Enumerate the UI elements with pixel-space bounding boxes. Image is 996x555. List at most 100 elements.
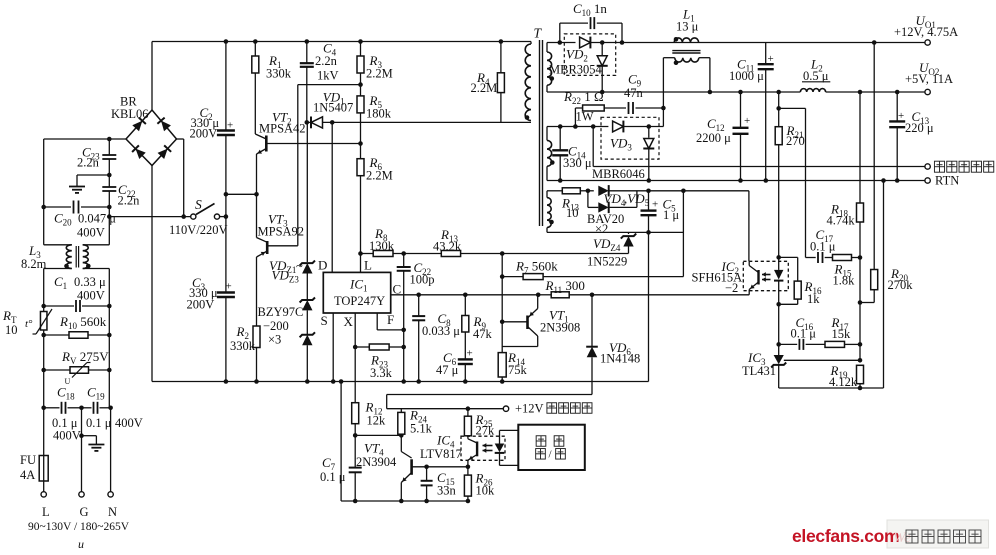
svg-text:1kV: 1kV: [317, 69, 339, 83]
svg-text:4.74k: 4.74k: [827, 214, 856, 228]
svg-text:+5V, 11A: +5V, 11A: [905, 72, 953, 86]
svg-text:C22: C22: [118, 182, 136, 199]
svg-text:C11: C11: [737, 57, 754, 74]
svg-text:0.1 μ: 0.1 μ: [86, 416, 112, 430]
svg-text:1.8k: 1.8k: [833, 274, 856, 288]
svg-text:R3: R3: [369, 53, 383, 70]
svg-text:L: L: [42, 505, 50, 519]
svg-text:R5: R5: [369, 93, 383, 110]
svg-text:VT3: VT3: [268, 212, 288, 229]
svg-text:220 μ: 220 μ: [905, 121, 934, 135]
svg-text:+: +: [467, 348, 473, 360]
svg-text:R26: R26: [475, 471, 493, 488]
svg-text:R8: R8: [374, 226, 388, 243]
svg-text:+: +: [898, 110, 904, 122]
svg-text:10k: 10k: [476, 484, 496, 498]
svg-text:R24: R24: [409, 408, 427, 425]
svg-text:4A: 4A: [20, 468, 35, 482]
svg-text:+12V: +12V: [515, 402, 544, 416]
svg-text:R17: R17: [831, 315, 849, 332]
svg-text:R10 560k: R10 560k: [59, 314, 107, 331]
svg-text:R19: R19: [830, 363, 848, 380]
svg-text:R16: R16: [804, 279, 822, 296]
svg-text:KBL06: KBL06: [111, 107, 149, 121]
svg-text:L1: L1: [682, 7, 695, 24]
svg-text:270k: 270k: [888, 278, 914, 292]
svg-text:RT: RT: [2, 308, 17, 325]
svg-text:R25: R25: [475, 412, 493, 429]
svg-text:+: +: [744, 115, 750, 127]
svg-text:×2: ×2: [595, 222, 608, 236]
svg-text:RV 275V: RV 275V: [61, 349, 109, 366]
svg-text:C5: C5: [663, 197, 677, 214]
svg-text:330 μ: 330 μ: [191, 116, 220, 130]
svg-text:~: ~: [296, 259, 303, 273]
svg-text:400V: 400V: [77, 226, 105, 240]
svg-text:47k: 47k: [473, 327, 493, 341]
svg-text:C18: C18: [57, 385, 75, 402]
svg-text:C2: C2: [200, 105, 213, 122]
svg-text:/: /: [549, 449, 553, 461]
svg-text:VD3: VD3: [610, 136, 632, 153]
svg-text:UO1: UO1: [916, 13, 936, 30]
svg-text:,VD5: ,VD5: [624, 191, 650, 208]
svg-text:330 μ: 330 μ: [563, 156, 592, 170]
svg-text:C19: C19: [87, 385, 105, 402]
svg-text:0.1 μ: 0.1 μ: [810, 240, 836, 254]
svg-text:We: We: [893, 530, 911, 546]
svg-text:VDZ3: VDZ3: [272, 268, 300, 285]
svg-text:4.12k: 4.12k: [829, 375, 858, 389]
svg-text:1N4148: 1N4148: [600, 352, 640, 366]
svg-text:R13: R13: [440, 227, 458, 244]
svg-text:L3: L3: [28, 243, 41, 260]
svg-text:13 μ: 13 μ: [676, 20, 699, 34]
svg-text:C8: C8: [438, 311, 452, 328]
svg-text:VT1: VT1: [549, 308, 569, 325]
svg-text:130k: 130k: [369, 239, 395, 253]
svg-text:S: S: [195, 197, 202, 212]
svg-text:110V/220V: 110V/220V: [169, 223, 228, 237]
svg-text:0.047 μ: 0.047 μ: [78, 212, 116, 226]
svg-text:43.2k: 43.2k: [433, 240, 462, 254]
svg-text:F: F: [387, 312, 394, 327]
svg-text:VD4: VD4: [604, 191, 626, 208]
svg-text:VDZ4: VDZ4: [593, 236, 621, 253]
svg-text:47n: 47n: [624, 86, 644, 100]
svg-text:2.2M: 2.2M: [471, 81, 498, 95]
svg-text:UO2: UO2: [919, 60, 939, 77]
svg-text:C10 1n: C10 1n: [573, 1, 607, 18]
svg-text:FU: FU: [20, 453, 36, 467]
svg-text:R23: R23: [370, 353, 388, 370]
svg-text:LTV817: LTV817: [420, 447, 462, 461]
svg-text:0.5 μ: 0.5 μ: [803, 69, 829, 83]
svg-text:R12: R12: [365, 400, 383, 417]
svg-text:R20: R20: [890, 266, 908, 283]
svg-text:R13: R13: [561, 196, 579, 213]
svg-text:2.2n: 2.2n: [118, 194, 141, 208]
svg-text:1 μ: 1 μ: [663, 208, 679, 222]
svg-text:X: X: [344, 314, 354, 329]
svg-text:2.2n: 2.2n: [77, 156, 100, 170]
svg-text:330k: 330k: [266, 67, 292, 81]
svg-text:BZY97C: BZY97C: [258, 305, 304, 319]
svg-text:15k: 15k: [832, 327, 852, 341]
svg-text:RTN: RTN: [935, 174, 959, 188]
svg-text:C9: C9: [628, 72, 642, 89]
svg-text:IC1: IC1: [349, 277, 368, 294]
svg-text:47 μ: 47 μ: [436, 363, 459, 377]
svg-text:400V: 400V: [115, 416, 143, 430]
svg-text:270: 270: [786, 134, 805, 148]
svg-text:L2: L2: [810, 57, 823, 74]
svg-text:×3: ×3: [268, 333, 281, 347]
svg-text:3.3k: 3.3k: [370, 366, 393, 380]
svg-text:1000 μ: 1000 μ: [729, 69, 764, 83]
svg-text:elecfans.com: elecfans.com: [792, 526, 899, 546]
svg-text:TL431: TL431: [742, 364, 776, 378]
svg-text:IC3: IC3: [747, 350, 766, 367]
svg-text:R22 1 Ω: R22 1 Ω: [563, 89, 604, 106]
svg-text:C: C: [393, 282, 402, 297]
svg-text:400V: 400V: [53, 429, 81, 443]
svg-text:VD6: VD6: [609, 340, 631, 357]
svg-text:200V: 200V: [190, 127, 218, 141]
svg-text:BAV20: BAV20: [587, 212, 624, 226]
